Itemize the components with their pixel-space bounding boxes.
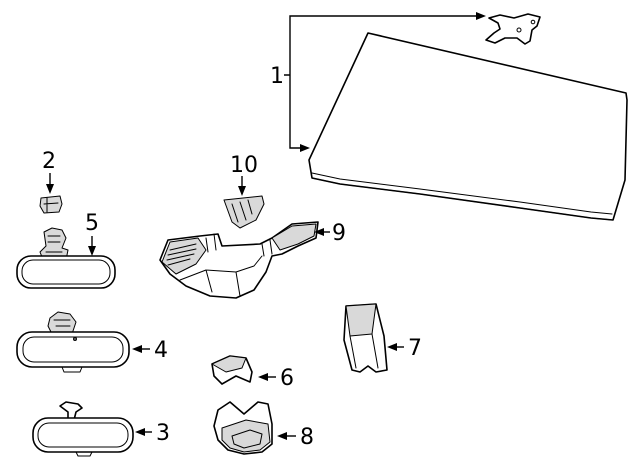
mirror-3-stem [59,401,83,421]
callout-7-label: 7 [408,336,422,361]
cover-9-floor [179,255,263,297]
callout-1-label: 1 [270,64,284,89]
cover-9-posts [205,233,273,257]
callout-6-arrowhead [258,373,268,381]
sensor-cover-part-8: 8 [213,401,314,455]
callout-5-label: 5 [85,211,99,236]
connector-body [39,195,63,214]
clip-part-10: 10 [223,153,265,229]
bracket-hole [516,27,522,33]
callout-8-label: 8 [300,425,314,450]
callout-1-leader [284,15,478,149]
mirror-5-glass [21,259,111,285]
cover-part-9: 9 [159,221,346,299]
callout-3-arrowhead [135,428,145,436]
mirror-4-mount [47,311,77,335]
callout-6-label: 6 [280,366,294,391]
cap-part-6: 6 [211,355,294,391]
mirror-3-housing [32,417,134,453]
bracket-hole [530,19,536,25]
trim-part-7: 7 [343,303,422,373]
cover-8-lens [231,429,263,449]
cap-6-top [211,355,247,373]
callout-1-arrowhead [300,144,310,152]
mirror-part-5: 5 [16,211,116,289]
mirror-part-3: 3 [32,401,170,457]
mirror-5-mount-detail [45,235,63,253]
mirror-4-mount-detail [53,319,71,327]
mirror-4-sensor [73,336,78,341]
mirror-3-bottom-tab [75,451,93,457]
clip-ribs [231,199,253,223]
cover-9-vents [166,243,197,266]
connector-part-2: 2 [39,149,63,214]
mirror-part-4: 4 [16,311,168,373]
callout-9-label: 9 [332,221,346,246]
callout-4-label: 4 [154,338,168,363]
callout-1-arrowhead [476,12,486,20]
callout-5-arrowhead [88,246,96,256]
trim-7-edge [349,333,379,369]
windshield-lower-edge-inner [311,172,613,215]
mirror-5-housing [16,255,116,289]
mirror-5-mount [39,227,69,263]
windshield-group: 1 [270,12,628,221]
callout-10-label: 10 [230,153,258,178]
windshield-glass [308,32,628,221]
callout-2-label: 2 [42,149,56,174]
windshield-lower-edge [311,177,614,221]
callout-10-arrowhead [238,186,246,196]
connector-detail [43,197,59,213]
mirror-4-bottom-tab [61,366,83,373]
callout-7-arrowhead [387,343,397,351]
callout-8-arrowhead [277,432,287,440]
mirror-3-glass [37,422,129,448]
callout-9-arrowhead [314,228,324,236]
callout-3-label: 3 [156,421,170,446]
callout-2-arrowhead [46,184,54,194]
callout-4-arrowhead [132,345,142,353]
mirror-4-housing [16,331,130,368]
mirror-4-glass [22,336,124,363]
trim-7-face [345,303,377,337]
cover-9-right-tray [271,223,317,251]
windshield-bracket [485,13,541,45]
clip-body [223,195,265,229]
